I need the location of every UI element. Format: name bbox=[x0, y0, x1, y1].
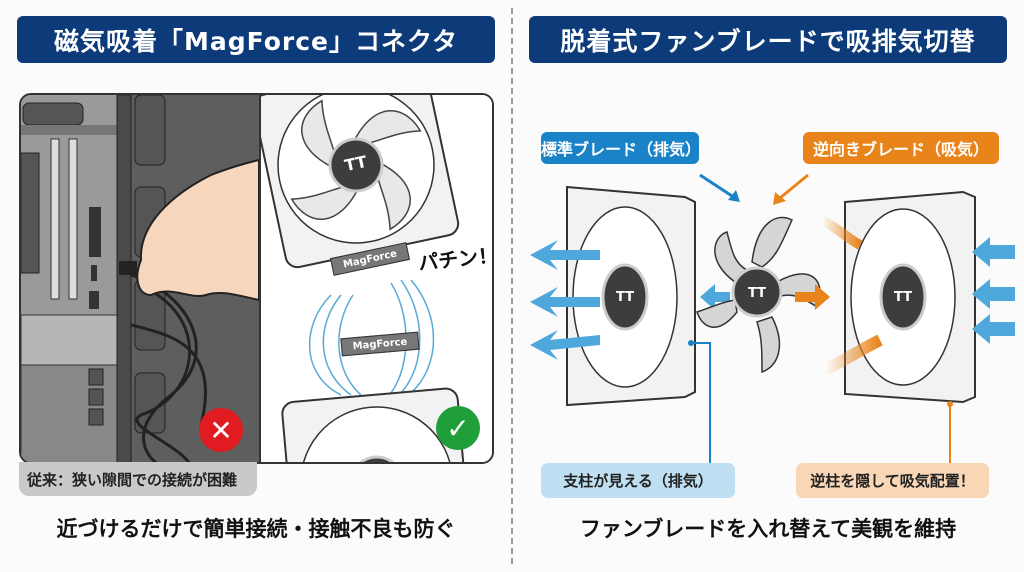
svg-text:TT: TT bbox=[616, 290, 634, 305]
good-check-icon: ✓ bbox=[436, 406, 480, 450]
standard-blade-note: 支柱が見える（排気） bbox=[541, 463, 735, 498]
conventional-problem-caption: 従来：狭い隙間での接続が困難 bbox=[19, 462, 257, 496]
svg-text:TT: TT bbox=[748, 286, 766, 301]
svg-text:TT: TT bbox=[894, 290, 912, 305]
right-section-title: 脱着式ファンブレードで吸排気切替 bbox=[529, 16, 1007, 63]
magforce-fans: TT TT bbox=[252, 95, 492, 462]
section-divider bbox=[511, 8, 513, 564]
left-section-subtitle: 近づけるだけで簡単接続・接触不良も防ぐ bbox=[56, 517, 456, 541]
reverse-blade-note: 逆柱を隠して吸気配置！ bbox=[796, 463, 989, 498]
magforce-illustration-panel: TT TT bbox=[19, 93, 494, 464]
left-section-title: 磁気吸着「MagForce」コネクタ bbox=[17, 16, 495, 63]
reverse-blade-callout: 逆向きブレード（吸気） bbox=[803, 132, 999, 164]
standard-blade-callout: 標準ブレード（排気） bbox=[541, 132, 701, 164]
svg-text:TT: TT bbox=[343, 152, 369, 175]
right-section-subtitle: ファンブレードを入れ替えて美観を維持 bbox=[579, 517, 957, 541]
pc-case-interior bbox=[21, 95, 260, 462]
bad-x-icon: ✕ bbox=[199, 408, 243, 452]
